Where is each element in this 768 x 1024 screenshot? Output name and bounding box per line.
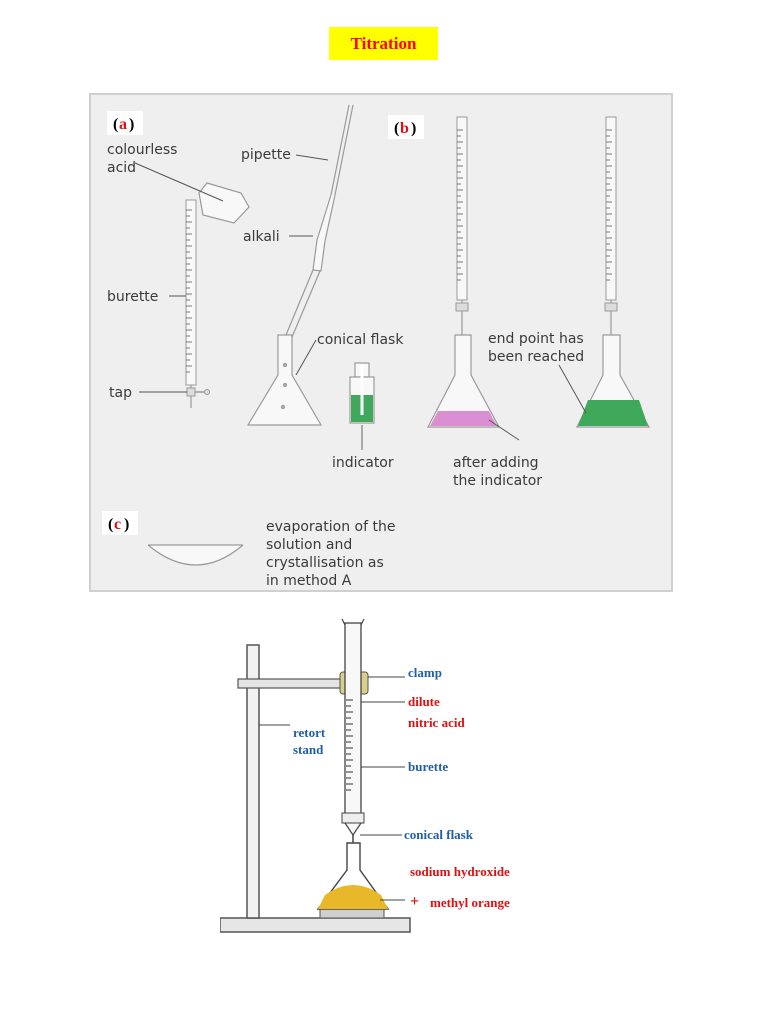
label-sodium-hydroxide: sodium hydroxide	[410, 864, 510, 879]
svg-text:): )	[129, 116, 134, 133]
label-been-reached: been reached	[488, 349, 584, 365]
label-methyl-orange: methyl orange	[430, 895, 510, 910]
section-a-label: a	[119, 116, 127, 133]
beaker-pouring	[198, 182, 250, 224]
tap	[341, 812, 365, 824]
titration-apparatus-diagram: clamp dilute nitric acid retort stand bu…	[220, 618, 510, 933]
label-evaporation-2: solution and	[266, 537, 352, 553]
svg-text:): )	[124, 516, 129, 533]
burette-a	[185, 199, 210, 408]
label-the-indicator: the indicator	[453, 473, 542, 489]
label-end-point: end point has	[488, 331, 584, 347]
burette-b2-graduations	[606, 129, 612, 281]
burette-a-graduations	[186, 209, 192, 373]
label-burette: burette	[107, 289, 158, 305]
indicator-bottle	[349, 362, 375, 450]
label-evaporation-1: evaporation of the	[266, 519, 395, 535]
label-conical-flask: conical flask	[317, 332, 404, 348]
page-title: Titration	[329, 27, 438, 60]
label-clamp: clamp	[408, 665, 442, 680]
label-retort: retort	[293, 725, 326, 740]
burette-b1-graduations	[457, 129, 463, 281]
label-plus: +	[410, 893, 419, 910]
label-conical-flask: conical flask	[404, 827, 474, 842]
section-b-label: b	[400, 120, 409, 137]
section-c-marker: ( c )	[102, 511, 138, 535]
titration-steps-panel: ( a ) ( b ) ( c )	[89, 93, 673, 592]
label-dilute: dilute	[408, 694, 440, 709]
svg-text:(: (	[394, 120, 399, 137]
section-c-label: c	[114, 516, 121, 533]
leader-lines	[134, 154, 587, 441]
section-a-marker: ( a )	[107, 111, 143, 135]
conical-flask-a	[246, 334, 323, 426]
svg-text:(: (	[108, 516, 113, 533]
label-after-adding: after adding	[453, 455, 539, 471]
label-colourless: colourless	[107, 142, 177, 158]
retort-rod	[246, 644, 260, 919]
retort-base	[220, 917, 411, 933]
label-tap: tap	[109, 385, 132, 401]
conical-flask-green	[576, 334, 651, 428]
label-pipette: pipette	[241, 147, 291, 163]
label-alkali: alkali	[243, 229, 280, 245]
label-stand: stand	[293, 742, 324, 757]
svg-text:): )	[411, 120, 416, 137]
label-indicator: indicator	[332, 455, 394, 471]
label-evaporation-3: crystallisation as	[266, 555, 384, 571]
label-acid: acid	[107, 160, 136, 176]
evaporating-dish	[147, 544, 244, 566]
titration-steps-diagram: ( a ) ( b ) ( c )	[102, 104, 651, 589]
flask-solution	[318, 885, 388, 909]
pipette	[285, 104, 354, 338]
burette	[344, 622, 362, 824]
label-evaporation-4: in method A	[266, 573, 352, 589]
svg-text:(: (	[113, 116, 118, 133]
apparatus-leaders	[259, 676, 405, 901]
label-nitric-acid: nitric acid	[408, 715, 465, 730]
label-burette: burette	[408, 759, 448, 774]
section-b-marker: ( b )	[388, 115, 424, 139]
burette-graduations	[346, 699, 353, 791]
